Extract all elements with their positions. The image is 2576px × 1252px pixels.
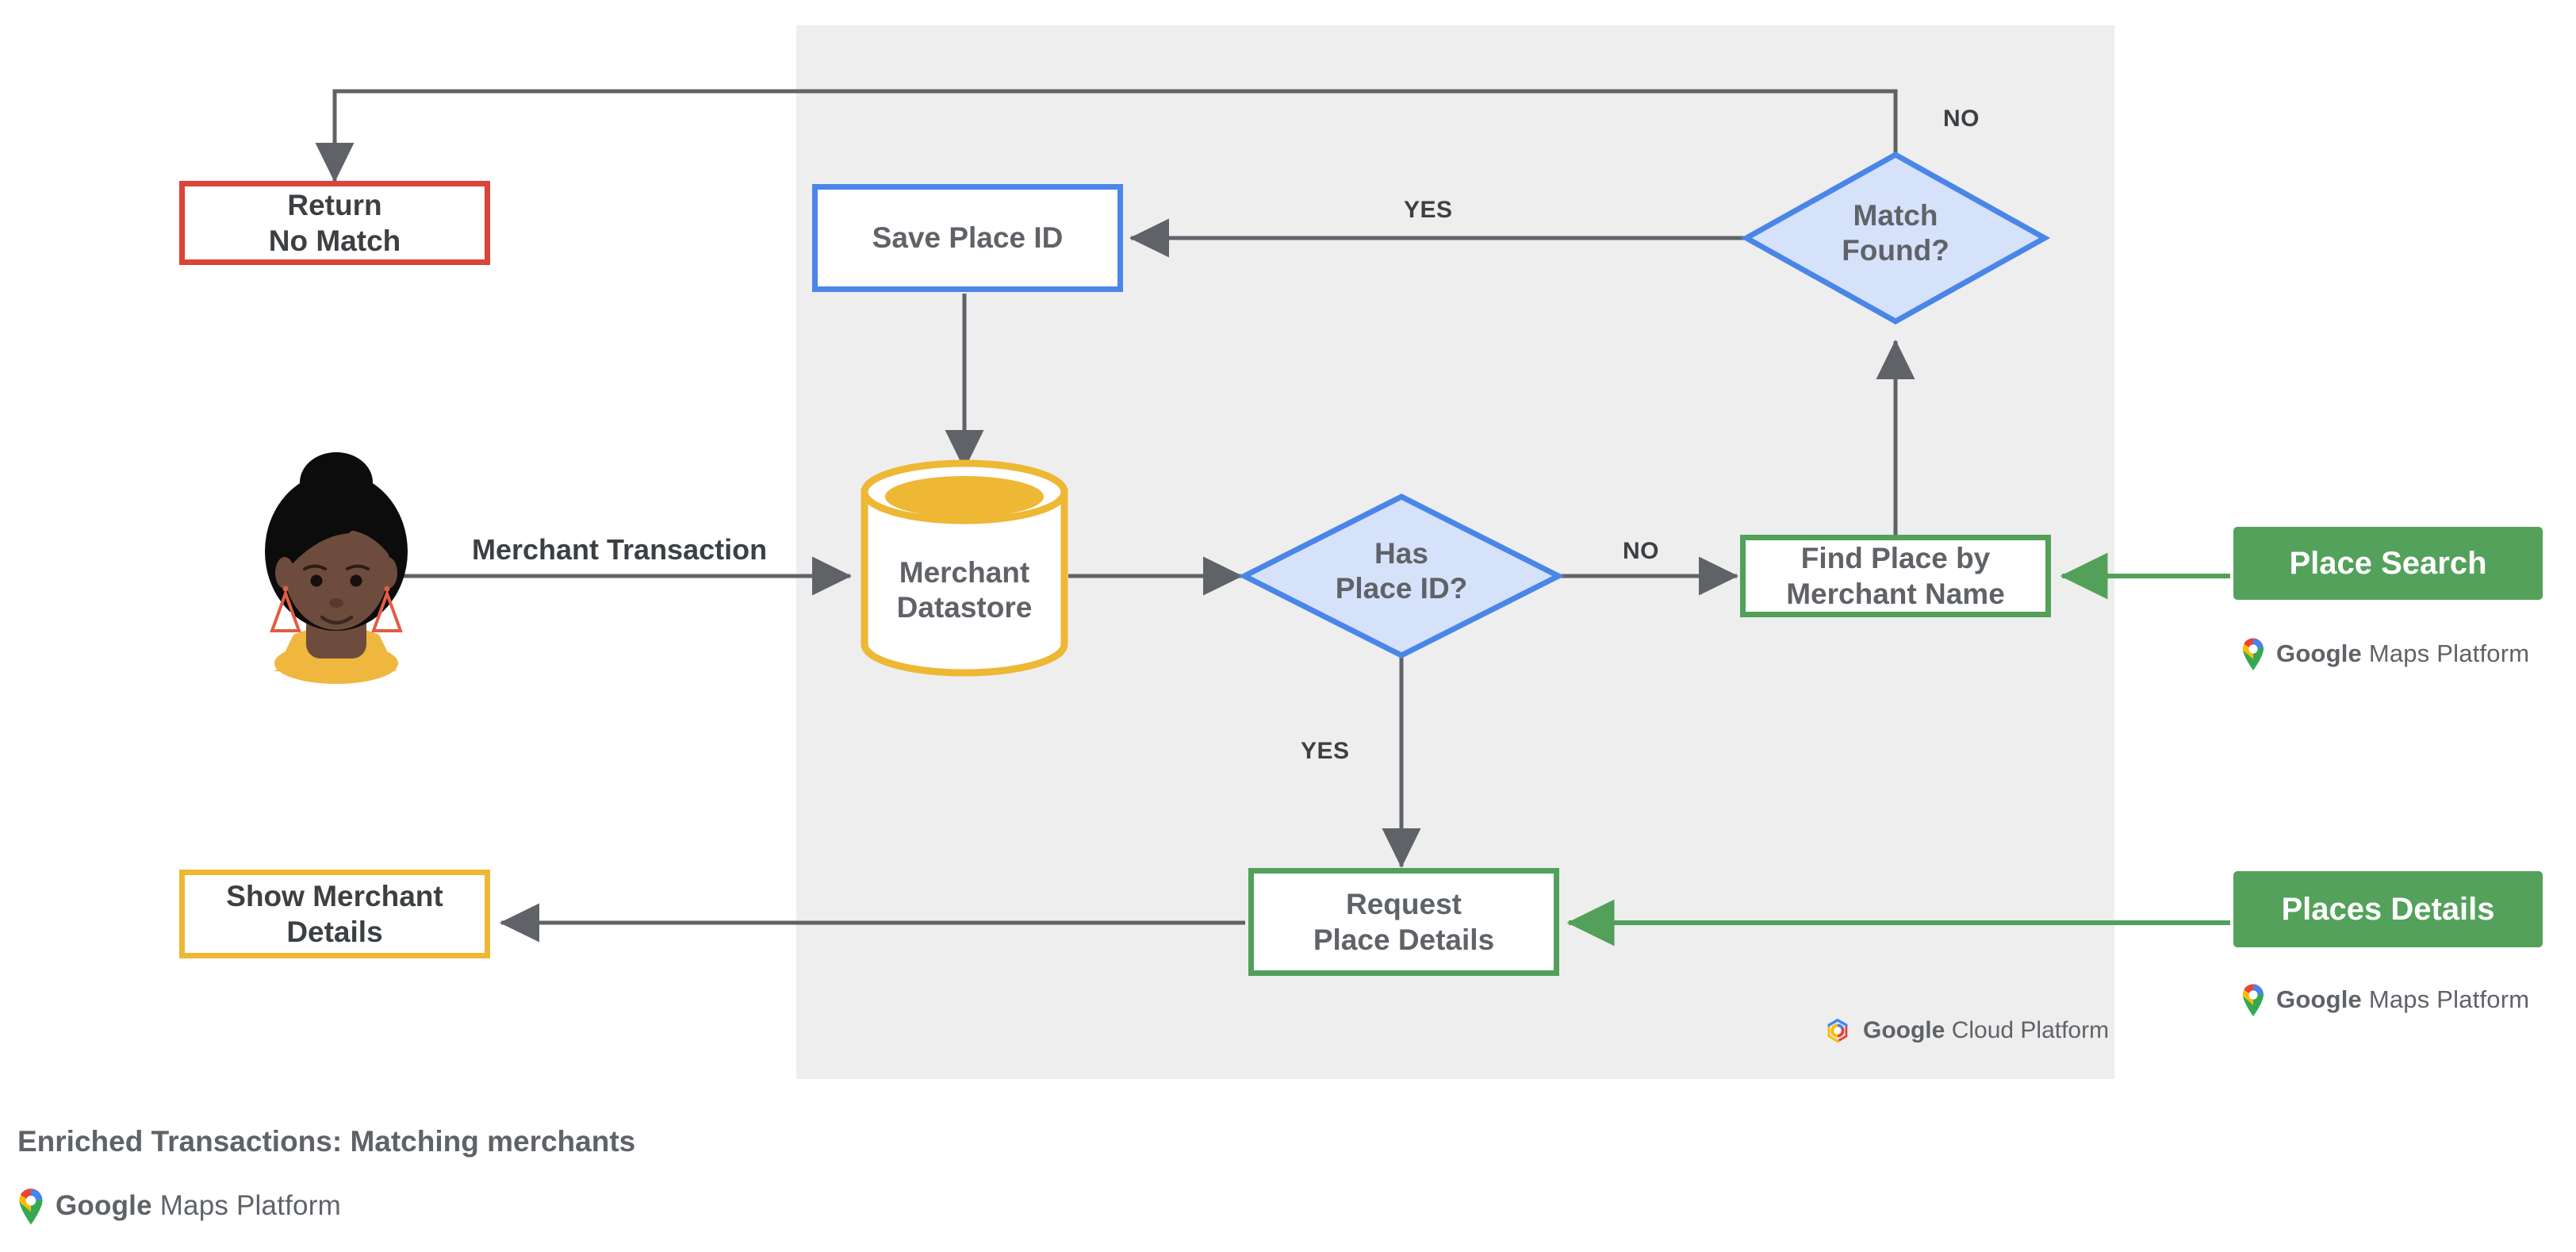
find-place-by-merchant-name-box[interactable]: Find Place by Merchant Name — [1740, 535, 2051, 617]
gmp-badge-text: Google Maps Platform — [2276, 985, 2529, 1014]
merchant-datastore-label: Merchant Datastore — [845, 555, 1083, 626]
places-details-box[interactable]: Places Details — [2233, 871, 2543, 947]
maps-pin-icon — [19, 1189, 43, 1225]
google-maps-platform-badge-place-search: Google Maps Platform — [2240, 636, 2529, 671]
return-no-match-line2: No Match — [268, 225, 401, 257]
match-found-line1: Match — [1853, 199, 1938, 232]
request-place-details-label: Request Place Details — [1313, 886, 1494, 958]
has-place-id-yes-label: YES — [1301, 738, 1350, 764]
cloud-hexagon-icon — [1827, 1018, 1848, 1043]
gmp-product: Maps Platform — [2368, 985, 2530, 1013]
has-place-id-label: Has Place ID? — [1282, 536, 1520, 607]
has-place-id-line1: Has — [1374, 537, 1428, 570]
find-place-line2: Merchant Name — [1786, 578, 2005, 610]
gcp-badge-text: Google Cloud Platform — [1863, 1017, 2109, 1044]
gmp-brand: Google — [56, 1190, 152, 1221]
gcp-brand: Google — [1863, 1017, 1945, 1043]
show-merchant-details-label: Show Merchant Details — [226, 878, 443, 950]
find-place-line1: Find Place by — [1800, 541, 1991, 574]
google-cloud-platform-badge: Google Cloud Platform — [1823, 1016, 2109, 1046]
place-search-label: Place Search — [2289, 545, 2487, 581]
gmp-brand: Google — [2276, 985, 2362, 1013]
match-found-no-label: NO — [1943, 106, 1980, 132]
gmp-product: Maps Platform — [2368, 639, 2530, 667]
google-maps-platform-badge-places-details: Google Maps Platform — [2240, 982, 2529, 1017]
gmp-brand: Google — [2276, 639, 2362, 667]
match-found-yes-label: YES — [1404, 197, 1453, 223]
has-place-id-line2: Place ID? — [1335, 572, 1468, 605]
avatar — [265, 452, 408, 684]
google-maps-platform-badge-footer: Google Maps Platform — [16, 1186, 341, 1226]
save-place-id-label: Save Place ID — [872, 221, 1064, 255]
match-found-line2: Found? — [1842, 234, 1949, 267]
show-merchant-details-line2: Details — [286, 916, 383, 948]
save-place-id-box[interactable]: Save Place ID — [812, 184, 1123, 292]
place-search-box[interactable]: Place Search — [2233, 527, 2543, 600]
maps-pin-icon — [2243, 984, 2264, 1016]
request-place-details-line1: Request — [1346, 887, 1462, 920]
show-merchant-details-line1: Show Merchant — [226, 879, 443, 912]
return-no-match-label: Return No Match — [269, 187, 401, 259]
page-title: Enriched Transactions: Matching merchant… — [17, 1125, 636, 1158]
show-merchant-details-box[interactable]: Show Merchant Details — [179, 870, 490, 958]
merchant-datastore-line1: Merchant — [899, 556, 1030, 589]
gmp-badge-text: Google Maps Platform — [2276, 639, 2529, 668]
match-found-label: Match Found? — [1777, 198, 2014, 269]
return-no-match-box[interactable]: Return No Match — [179, 181, 490, 265]
merchant-transaction-label: Merchant Transaction — [472, 533, 768, 566]
gcp-product: Cloud Platform — [1951, 1017, 2110, 1043]
find-place-label: Find Place by Merchant Name — [1786, 540, 2005, 612]
has-place-id-no-label: NO — [1623, 538, 1659, 564]
request-place-details-box[interactable]: Request Place Details — [1248, 868, 1559, 976]
places-details-label: Places Details — [2281, 891, 2495, 927]
gmp-badge-text: Google Maps Platform — [56, 1190, 341, 1222]
request-place-details-line2: Place Details — [1313, 924, 1495, 956]
merchant-datastore-line2: Datastore — [896, 591, 1033, 624]
return-no-match-line1: Return — [287, 188, 382, 221]
maps-pin-icon — [2243, 638, 2264, 670]
gmp-product: Maps Platform — [159, 1190, 341, 1221]
